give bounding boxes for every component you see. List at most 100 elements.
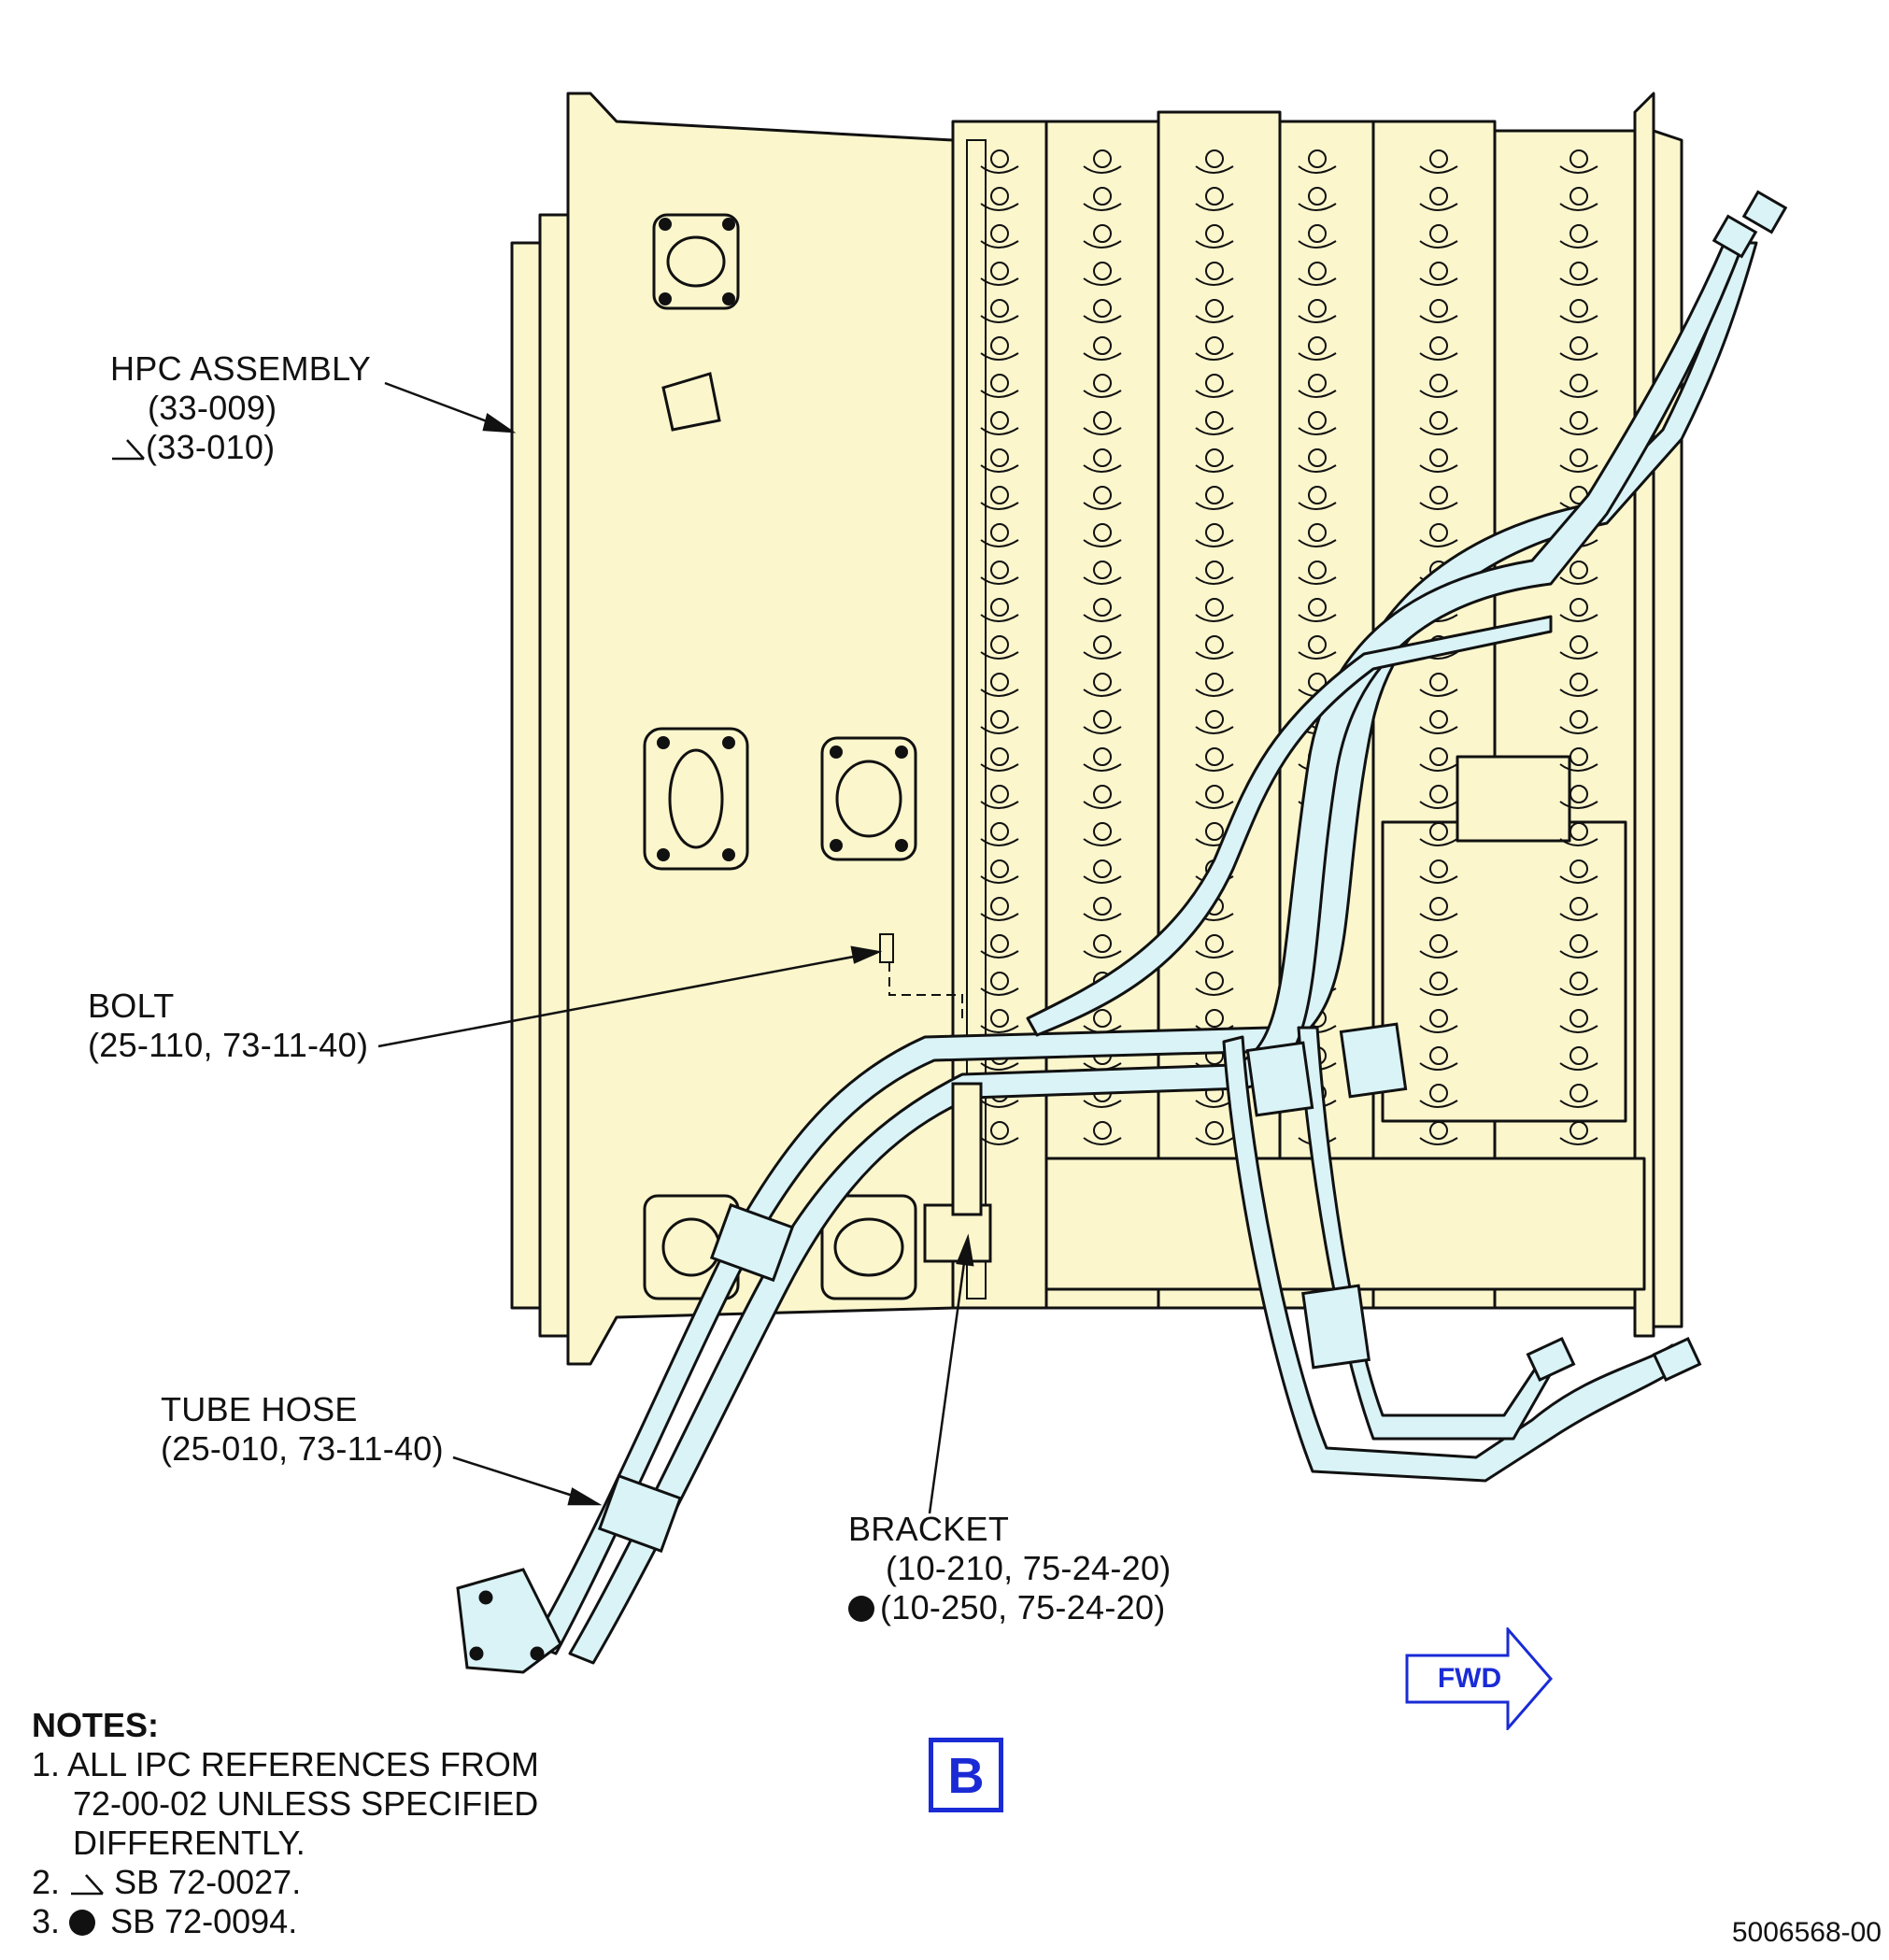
vane-lever-arm	[1559, 352, 1598, 361]
vane-lever-bolt	[1093, 336, 1112, 355]
note-2-number: 2.	[32, 1863, 61, 1901]
vane-lever-bolt	[1429, 1009, 1448, 1028]
vane-lever-bolt	[1429, 411, 1448, 430]
vane-lever-arm	[1559, 277, 1598, 286]
vane-lever-bolt	[1205, 561, 1224, 579]
vane-lever-arm	[980, 726, 1019, 734]
note-1-line-1: ALL IPC REFERENCES FROM	[67, 1745, 539, 1783]
vane-lever-bolt	[990, 262, 1009, 280]
vane-lever-bolt	[1569, 336, 1588, 355]
vane-lever-arm	[980, 689, 1019, 697]
vane-lever-bolt	[1429, 1121, 1448, 1140]
fwd-label: FWD	[1437, 1663, 1502, 1694]
notes-block: NOTES: 1. ALL IPC REFERENCES FROM 72-00-…	[32, 1706, 539, 1941]
vane-lever-bolt	[990, 374, 1009, 392]
vane-lever-arm	[1559, 614, 1598, 622]
vane-lever-bolt	[1205, 299, 1224, 318]
vane-lever-bolt	[1308, 299, 1327, 318]
vane-lever-arm	[1419, 315, 1458, 323]
vane-lever-bolt	[990, 822, 1009, 841]
vane-lever-bolt	[1205, 187, 1224, 206]
vane-lever-arm	[980, 1062, 1019, 1071]
actuator-head	[1456, 755, 1571, 843]
vane-lever-arm	[1559, 576, 1598, 585]
vane-lever-bolt	[1569, 374, 1588, 392]
tube-hose-leader	[452, 1456, 594, 1504]
vane-lever-bolt	[1569, 299, 1588, 318]
vane-lever-bolt	[990, 1121, 1009, 1140]
vane-lever-bolt	[1308, 224, 1327, 243]
vane-lever-bolt	[1429, 486, 1448, 504]
vane-lever-arm	[1419, 203, 1458, 211]
vane-lever-arm	[980, 277, 1019, 286]
vane-lever-arm	[1083, 277, 1122, 286]
tube-hose-1	[531, 241, 1758, 1655]
fitting-top-2	[1741, 190, 1788, 234]
vane-lever-bolt	[990, 561, 1009, 579]
hose-sleeve-5	[1339, 1022, 1408, 1099]
port-upper-bore	[666, 235, 726, 288]
vane-lever-bolt	[1093, 299, 1112, 318]
vane-lever-bolt	[1429, 299, 1448, 318]
vane-lever-arm	[1419, 726, 1458, 734]
vane-lever-arm	[1559, 464, 1598, 473]
vane-lever-bolt	[1569, 1121, 1588, 1140]
vane-lever-arm	[1559, 165, 1598, 174]
vane-lever-bolt	[1429, 374, 1448, 392]
vane-lever-arm	[1195, 352, 1234, 361]
vane-lever-arm	[1083, 390, 1122, 398]
actuator-housing	[1381, 820, 1627, 1123]
vane-lever-arm	[1298, 240, 1337, 249]
vane-lever-arm	[980, 165, 1019, 174]
vane-lever-bolt	[1205, 374, 1224, 392]
vane-lever-arm	[1083, 539, 1122, 547]
vane-lever-bolt	[1569, 1046, 1588, 1065]
vane-lever-arm	[1559, 913, 1598, 921]
bolt-leader	[377, 951, 874, 1048]
vane-lever-arm	[1083, 614, 1122, 622]
vane-lever-bolt	[1205, 411, 1224, 430]
vane-lever-bolt	[1569, 411, 1588, 430]
effectivity-dot-icon	[848, 1596, 874, 1622]
vane-lever-bolt	[1569, 262, 1588, 280]
vane-lever-arm	[1083, 576, 1122, 585]
vane-lever-arm	[1419, 1137, 1458, 1145]
vane-lever-bolt	[1429, 1084, 1448, 1102]
vane-lever-bolt	[990, 747, 1009, 766]
bracket-ref-2: (10-250, 75-24-20)	[880, 1588, 1166, 1626]
hose-sleeve-4	[1301, 1284, 1371, 1370]
hpc-casing-right	[1652, 129, 1683, 1328]
vane-lever-arm	[1195, 1137, 1234, 1145]
bracket-leader	[928, 1242, 969, 1514]
port-middle-left-bore	[668, 748, 724, 849]
vane-lever-bolt	[1569, 448, 1588, 467]
vane-lever-arm	[1083, 801, 1122, 809]
vane-lever-bolt	[1093, 1009, 1112, 1028]
vane-lever-bolt	[1429, 785, 1448, 803]
vane-lever-arm	[980, 203, 1019, 211]
vane-lever-arm	[1559, 987, 1598, 996]
vane-lever-bolt	[1093, 673, 1112, 691]
vane-lever-arm	[1195, 801, 1234, 809]
vane-lever-bolt	[1205, 598, 1224, 617]
document-number: 5006568-00	[1731, 1917, 1882, 1948]
vane-lever-arm	[1195, 502, 1234, 510]
bracket-arm	[951, 1082, 983, 1216]
vane-lever-arm	[1419, 1062, 1458, 1071]
vane-lever-bolt	[1308, 635, 1327, 654]
vane-lever-bolt	[1429, 1046, 1448, 1065]
vane-lever-arm	[1083, 502, 1122, 510]
vane-lever-bolt	[1205, 635, 1224, 654]
vane-lever-bolt	[1093, 411, 1112, 430]
vane-lever-bolt	[1205, 336, 1224, 355]
vane-lever-bolt	[1429, 710, 1448, 729]
note-2-text: SB 72-0027.	[114, 1863, 302, 1901]
vane-lever-arm	[1083, 875, 1122, 884]
vane-lever-bolt	[1093, 374, 1112, 392]
vane-lever-bolt	[1205, 149, 1224, 168]
vane-lever-arm	[1298, 614, 1337, 622]
vane-lever-arm	[1195, 987, 1234, 996]
vane-lever-bolt	[1569, 635, 1588, 654]
vane-lever-bolt	[1093, 934, 1112, 953]
vane-lever-bolt	[990, 859, 1009, 878]
